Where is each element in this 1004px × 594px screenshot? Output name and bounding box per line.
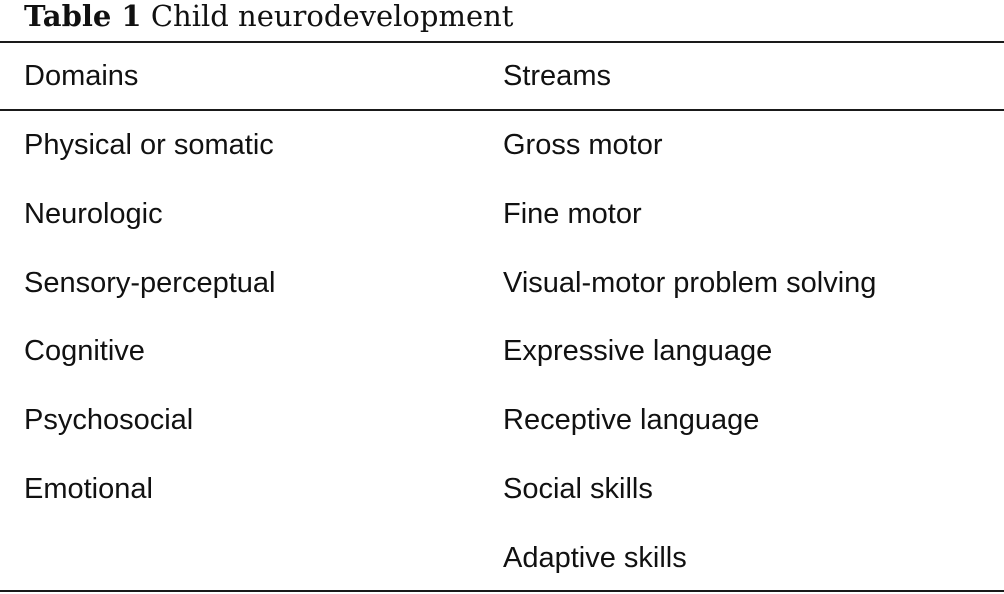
table-header-rule <box>0 109 1004 111</box>
table-cell-stream: Social skills <box>503 473 653 505</box>
table-cell-stream: Visual-motor problem solving <box>503 267 877 299</box>
table-cell-domain: Sensory-perceptual <box>24 267 276 299</box>
table-bottom-rule <box>0 590 1004 592</box>
table-caption: Table 1 Child neurodevelopment <box>24 0 513 36</box>
table-cell-stream: Receptive language <box>503 404 760 436</box>
table-cell-domain: Cognitive <box>24 335 145 367</box>
table-cell-stream: Expressive language <box>503 335 773 367</box>
table-caption-label: Table 1 <box>24 0 142 33</box>
table-caption-title: Child neurodevelopment <box>150 0 514 33</box>
column-header-domains: Domains <box>24 60 139 92</box>
column-header-streams: Streams <box>503 60 611 92</box>
table-cell-domain: Physical or somatic <box>24 129 274 161</box>
table-cell-domain: Emotional <box>24 473 153 505</box>
table-cell-stream: Gross motor <box>503 129 663 161</box>
table-cell-domain: Neurologic <box>24 198 163 230</box>
table-cell-domain: Psychosocial <box>24 404 194 436</box>
table-cell-stream: Adaptive skills <box>503 542 687 574</box>
table-cell-stream: Fine motor <box>503 198 642 230</box>
table-top-rule <box>0 41 1004 43</box>
